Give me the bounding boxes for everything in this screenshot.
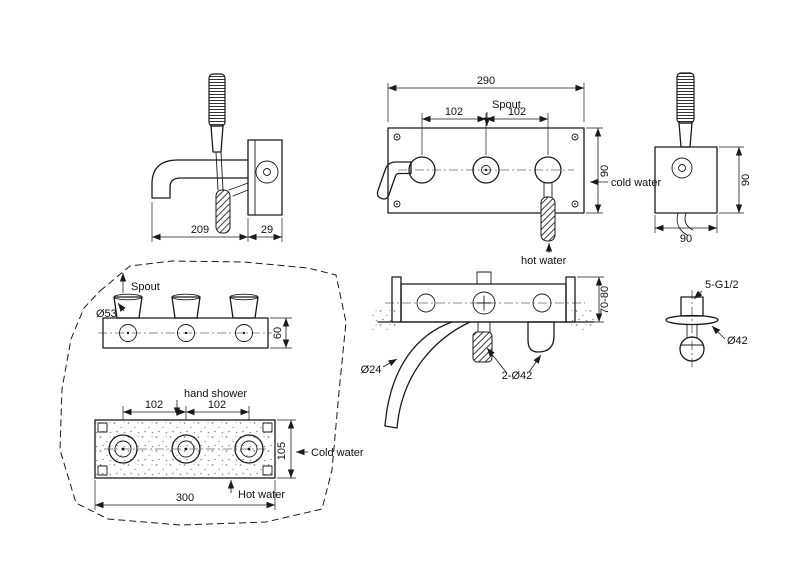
dim-rough-height: 105 xyxy=(276,442,288,460)
flange-dia-callout: Ø42 xyxy=(711,325,748,347)
thread-callout: 5-G1/2 xyxy=(693,279,739,300)
dim-rough-width: 300 xyxy=(176,492,194,504)
view-hand-shower: 90 90 xyxy=(654,72,752,245)
mixer-lever-side xyxy=(215,182,249,234)
dim-hole-spacing: 102 102 xyxy=(421,106,549,155)
dim-60: 60 xyxy=(270,317,292,349)
dim-290: 290 xyxy=(387,75,585,122)
hot-water-rough-callout: Hot water xyxy=(227,480,285,501)
spout-side-outline xyxy=(151,159,249,199)
wall-plate-front xyxy=(387,127,585,214)
dim-300: 300 xyxy=(94,480,276,510)
spout-label: Spout xyxy=(492,99,521,111)
hand-shower-label: hand shower xyxy=(184,388,247,400)
dim-holder-height: 90 xyxy=(740,174,752,186)
outlet-ball xyxy=(679,336,705,362)
shower-hose xyxy=(676,212,694,236)
center-hole xyxy=(472,156,500,184)
spout-tube-section xyxy=(384,321,471,429)
dim-plate-width: 290 xyxy=(477,75,495,87)
right-flange xyxy=(565,276,576,323)
hot-lever-front xyxy=(540,182,556,242)
view-outlet-detail: 5-G1/2 Ø42 xyxy=(665,279,748,368)
dim-105: 105 xyxy=(276,419,296,479)
cold-water-label: cold water xyxy=(611,177,661,189)
hand-shower-wand-icon xyxy=(676,72,695,148)
lever-section xyxy=(472,321,493,363)
rough-in-body-side xyxy=(98,293,272,349)
flange-dia-label: Ø42 xyxy=(727,335,748,347)
dim-d53: Ø53 xyxy=(96,302,126,320)
hand-shower-wand-icon xyxy=(208,73,226,191)
corner-screws xyxy=(393,133,579,208)
top-connection-stub xyxy=(476,271,492,285)
cold-water-rough-callout: Cold water xyxy=(296,447,364,459)
rough-in-plate-front xyxy=(94,419,276,479)
dim-2-d42: 2-Ø42 xyxy=(502,370,533,382)
left-hole xyxy=(408,156,436,184)
right-hole xyxy=(534,156,562,184)
dim-spacing-right: 102 xyxy=(508,106,526,118)
dim-plate-depth: 29 xyxy=(261,224,273,236)
flange-disc xyxy=(665,314,719,326)
holder-plate xyxy=(654,146,718,214)
wall-plate-side xyxy=(247,139,283,216)
hot-water-callout: hot water xyxy=(521,243,567,267)
cold-lever-front xyxy=(376,161,412,200)
dim-rough-spacing-left: 102 xyxy=(145,399,163,411)
dim-embed-depth: 70-80 xyxy=(577,276,611,323)
dim-90-height: 90 xyxy=(719,146,752,214)
dim-90-right: 90 xyxy=(586,127,611,214)
thread-label: 5-G1/2 xyxy=(705,279,739,291)
cold-water-callout: cold water xyxy=(590,177,661,189)
view-rough-in: Spout Ø53 60 hand shower 102 102 xyxy=(59,260,364,526)
view-front-mixer: 290 Spout 102 102 xyxy=(376,75,661,267)
side-view-dimensions: 209 29 xyxy=(151,202,283,242)
dim-spout-diameter: Ø24 xyxy=(361,358,398,376)
view-wall-section: 70-80 Ø24 2-Ø42 xyxy=(361,271,611,429)
dim-90-width: 90 xyxy=(654,215,718,245)
dim-depth-70-80: 70-80 xyxy=(599,286,611,314)
dim-hole-note: 2-Ø42 xyxy=(486,347,542,382)
cold-water-rough-label: Cold water xyxy=(311,447,364,459)
hot-water-label: hot water xyxy=(521,255,567,267)
dim-body-height: 60 xyxy=(272,327,284,339)
rough-spout-label: Spout xyxy=(131,281,160,293)
left-flange xyxy=(391,276,402,323)
dim-spacing-left: 102 xyxy=(445,106,463,118)
dim-holder-width: 90 xyxy=(680,233,692,245)
wall-texture-left xyxy=(372,310,396,330)
shower-outlet-section xyxy=(527,321,555,353)
dim-d24: Ø24 xyxy=(361,364,382,376)
hot-water-rough-label: Hot water xyxy=(238,489,285,501)
view-side-mixer: 209 29 xyxy=(151,73,283,242)
dim-spout-length: 209 xyxy=(191,224,209,236)
dim-spout-dia-label: Ø53 xyxy=(96,308,117,320)
dim-plate-height: 90 xyxy=(599,165,611,177)
wall-texture-right xyxy=(570,310,594,330)
dim-rough-spacing-right: 102 xyxy=(208,399,226,411)
spout-direction-callout: Spout xyxy=(119,273,160,293)
rough-in-boundary xyxy=(59,260,347,526)
